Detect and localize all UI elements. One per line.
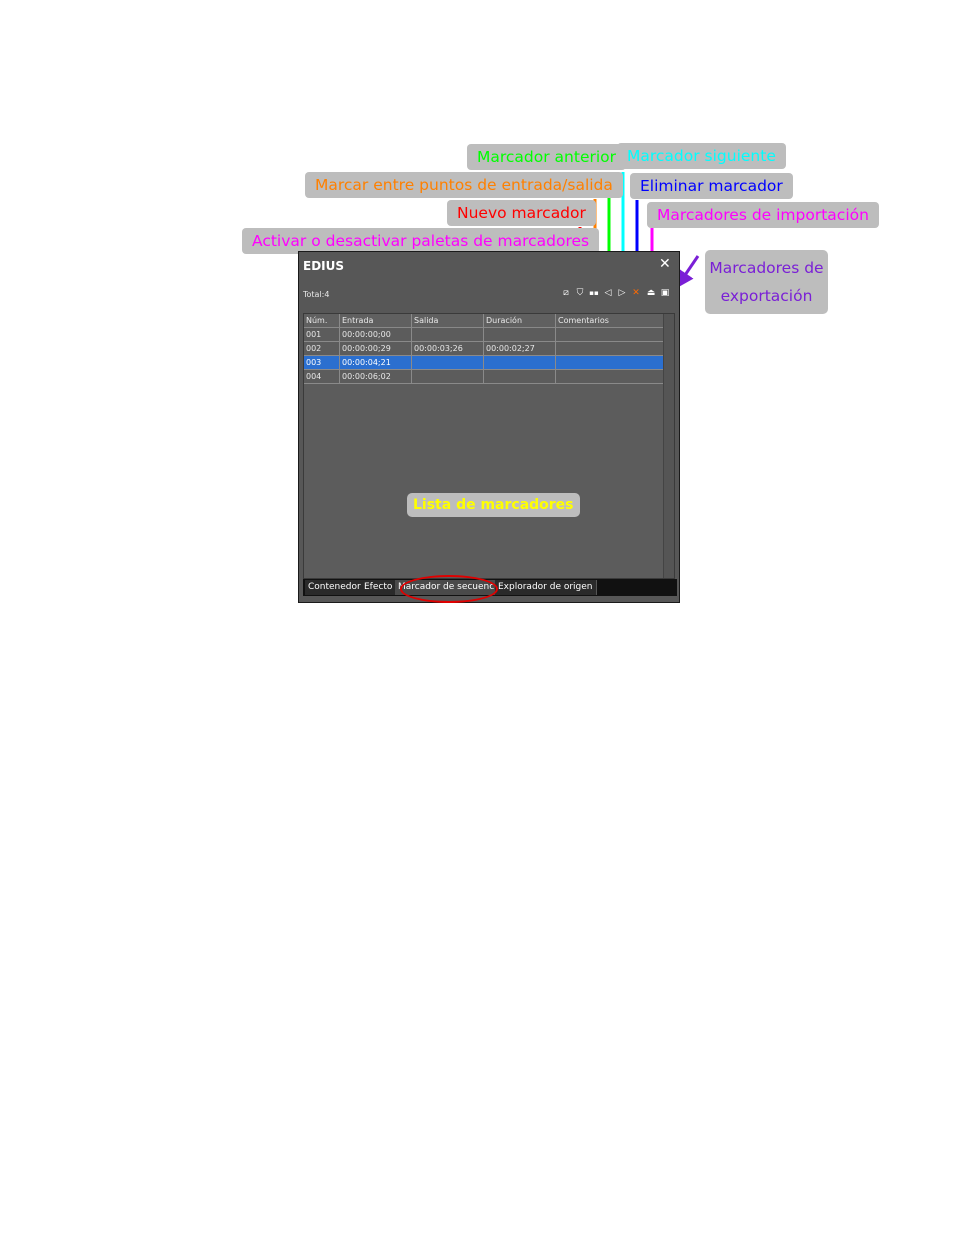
cell-duration: [484, 370, 556, 383]
close-icon[interactable]: ✕: [659, 256, 671, 272]
table-row-selected[interactable]: 003 00:00:04;21: [304, 356, 664, 370]
panel-title: EDIUS: [303, 259, 345, 273]
tab-efecto[interactable]: Efecto: [361, 580, 397, 595]
marker-list-callout: Lista de marcadores: [407, 493, 580, 517]
cell-out: 00:00:03;26: [412, 342, 484, 355]
cell-comment: [556, 328, 664, 341]
export-markers-callout: Marcadores de exportación: [705, 250, 828, 314]
export-markers-arrow: [675, 255, 700, 289]
next-marker-icon[interactable]: ▷: [618, 288, 626, 298]
column-header-duration[interactable]: Duración: [484, 314, 556, 327]
prev-marker-icon[interactable]: ◁: [604, 288, 612, 298]
cell-comment: [556, 342, 664, 355]
cell-comment: [556, 356, 664, 369]
table-row[interactable]: 001 00:00:00;00: [304, 328, 664, 342]
total-count: Total:4: [303, 290, 330, 299]
edius-markers-panel: EDIUS ✕ Total:4 ⧄ ⛉ ▪▪ ◁ ▷ ✕ ⏏ ▣ Núm. En…: [298, 251, 680, 603]
export-markers-callout-line2: exportación: [720, 287, 813, 305]
delete-marker-callout: Eliminar marcador: [630, 173, 793, 199]
import-markers-icon[interactable]: ⏏: [646, 288, 656, 298]
cell-in: 00:00:00;29: [340, 342, 412, 355]
new-marker-icon[interactable]: ⛉: [576, 288, 584, 298]
tab-explorador-de-origen[interactable]: Explorador de origen: [495, 580, 597, 595]
table-row[interactable]: 002 00:00:00;29 00:00:03;26 00:00:02;27: [304, 342, 664, 356]
cell-in: 00:00:04;21: [340, 356, 412, 369]
toggle-palettes-callout: Activar o desactivar paletas de marcador…: [242, 228, 600, 254]
prev-marker-callout: Marcador anterior: [467, 144, 627, 170]
export-markers-icon[interactable]: ▣: [660, 288, 670, 298]
table-row[interactable]: 004 00:00:06;02: [304, 370, 664, 384]
panel-tabs: Contenedor Efecto Marcador de secuencia …: [303, 575, 677, 603]
column-header-comments[interactable]: Comentarios: [556, 314, 664, 327]
import-markers-callout: Marcadores de importación: [647, 202, 879, 228]
toggle-palettes-icon[interactable]: ⧄: [563, 288, 569, 298]
next-marker-callout: Marcador siguiente: [617, 143, 786, 169]
cell-num: 001: [304, 328, 340, 341]
cell-out: [412, 328, 484, 341]
cell-duration: 00:00:02;27: [484, 342, 556, 355]
cell-duration: [484, 356, 556, 369]
list-scrollbar[interactable]: [663, 314, 674, 578]
cell-out: [412, 370, 484, 383]
cell-in: 00:00:00;00: [340, 328, 412, 341]
marker-list[interactable]: Núm. Entrada Salida Duración Comentarios…: [303, 313, 675, 579]
highlight-ring: [400, 575, 498, 603]
delete-marker-icon[interactable]: ✕: [632, 288, 640, 298]
cell-comment: [556, 370, 664, 383]
column-header-out[interactable]: Salida: [412, 314, 484, 327]
mark-in-out-callout: Marcar entre puntos de entrada/salida: [305, 172, 623, 198]
new-marker-callout: Nuevo marcador: [447, 200, 596, 226]
column-header-in[interactable]: Entrada: [340, 314, 412, 327]
column-header-num[interactable]: Núm.: [304, 314, 340, 327]
cell-out: [412, 356, 484, 369]
cell-duration: [484, 328, 556, 341]
mark-in-out-icon[interactable]: ▪▪: [589, 289, 599, 297]
tab-contenedor[interactable]: Contenedor: [305, 580, 365, 595]
cell-in: 00:00:06;02: [340, 370, 412, 383]
list-header: Núm. Entrada Salida Duración Comentarios: [304, 314, 664, 328]
cell-num: 004: [304, 370, 340, 383]
cell-num: 002: [304, 342, 340, 355]
cell-num: 003: [304, 356, 340, 369]
export-markers-callout-line1: Marcadores de: [709, 259, 824, 277]
